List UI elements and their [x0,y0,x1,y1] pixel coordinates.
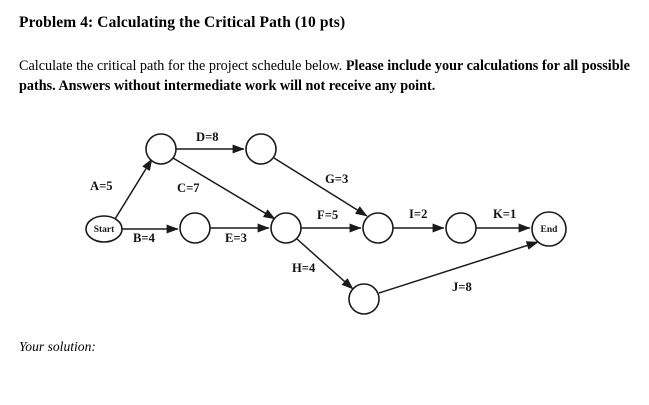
diagram-nodes: Start End [85,133,567,315]
problem-instructions: Calculate the critical path for the proj… [19,56,635,96]
node-2 [245,133,277,165]
edge-label-D: D=8 [196,130,219,144]
node-6 [445,212,477,244]
edge-label-K: K=1 [493,207,517,221]
edge-label-H: H=4 [292,261,316,275]
edge-C-arrow [172,157,276,220]
node-3 [179,212,211,244]
diagram-edges [114,144,539,294]
edge-label-B: B=4 [133,231,155,245]
node-start-label: Start [94,225,115,235]
node-end-label: End [541,225,559,235]
instructions-bold-text: Please include your calculations for all… [19,58,630,95]
edge-label-C: C=7 [177,181,200,195]
page-title: Problem 4: Calculating the Critical Path… [19,14,346,31]
edge-A-arrow [114,158,153,220]
edge-G-arrow [273,157,368,217]
solution-label: Your solution: [19,339,96,354]
node-start [85,215,123,243]
edge-label-A: A=5 [90,179,113,193]
edge-J-arrow [378,241,539,294]
edge-label-G: G=3 [325,172,349,186]
node-end [531,211,567,247]
edge-label-E: E=3 [225,231,247,245]
edge-label-I: I=2 [409,207,428,221]
node-5 [362,212,394,244]
instructions-normal-text: Calculate the critical path for the proj… [19,58,346,74]
edge-label-J: J=8 [452,280,472,294]
edge-H-arrow [296,238,354,290]
node-1 [145,133,177,165]
node-7 [348,283,380,315]
node-4 [270,212,302,244]
edge-label-F: F=5 [317,208,339,222]
